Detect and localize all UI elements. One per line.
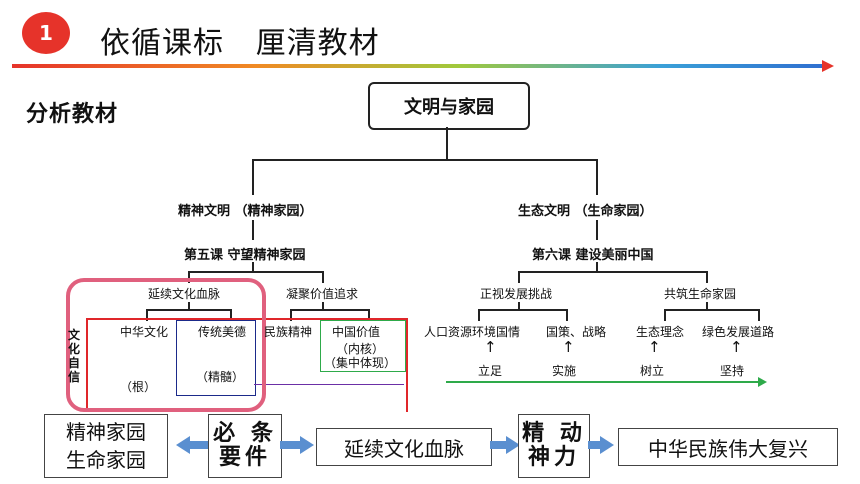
arrow-shaft bbox=[280, 441, 302, 449]
connector bbox=[758, 309, 760, 321]
connector bbox=[596, 220, 598, 240]
green-frame bbox=[320, 320, 406, 372]
bottom-box-rejuvenation-label: 中华民族伟大复兴 bbox=[648, 436, 808, 461]
right-lesson-label: 第六课 建设美丽中国 bbox=[532, 248, 654, 263]
bottom-box-culture: 延续文化血脉 bbox=[316, 428, 492, 466]
leaf-chuantong: 传统美德 bbox=[198, 325, 247, 339]
connector bbox=[706, 302, 708, 310]
connector bbox=[322, 302, 324, 310]
left-topic-1: 延续文化血脉 bbox=[148, 287, 221, 301]
purple-frame bbox=[254, 384, 404, 395]
left-arrow-shaft bbox=[190, 441, 208, 449]
bottom-box-necessary-line1: 必 条 bbox=[213, 421, 277, 446]
bottom-box-homes-line2: 生命家园 bbox=[66, 448, 146, 472]
red-frame bbox=[86, 318, 408, 412]
green-progress-arrow bbox=[446, 381, 760, 383]
concept-diagram: 文明与家园 精神文明 （精神家园） 生态文明 （生命家园） 第五课 守望精神家园… bbox=[66, 82, 775, 412]
leaf-zhonghua: 中华文化 bbox=[120, 325, 169, 339]
bottom-box-homes: 精神家园 生命家园 bbox=[44, 414, 168, 478]
arrow-shaft bbox=[588, 441, 602, 449]
page-title: 依循课标 厘清教材 bbox=[100, 26, 380, 61]
connector bbox=[322, 271, 324, 283]
right-topic-2: 共筑生命家园 bbox=[664, 287, 737, 301]
leaf-jianchi: 坚持 bbox=[720, 364, 745, 378]
header-arrow-icon bbox=[822, 60, 834, 72]
leaf-guoce: 国策、战略 bbox=[546, 325, 607, 339]
bottom-box-necessary-line2: 要件 bbox=[218, 445, 271, 470]
leaf-jizhong: （集中体现） bbox=[324, 356, 397, 370]
right-topic-1: 正视发展挑战 bbox=[480, 287, 553, 301]
bottom-box-homes-line1: 精神家园 bbox=[66, 420, 146, 444]
leaf-zhongguo: 中国价值 bbox=[332, 325, 381, 339]
connector bbox=[518, 271, 708, 273]
connector bbox=[146, 309, 232, 311]
root-label: 文明与家园 bbox=[404, 97, 494, 118]
connector bbox=[188, 271, 190, 283]
bottom-box-necessary: 必 条 要件 bbox=[208, 414, 282, 478]
connector bbox=[252, 220, 254, 240]
connector bbox=[566, 309, 568, 321]
bottom-box-motivation-line1: 精 动 bbox=[522, 421, 586, 446]
navy-frame bbox=[176, 320, 256, 396]
bottom-box-motivation: 精 动 神力 bbox=[518, 414, 590, 478]
connector bbox=[518, 271, 520, 283]
connector bbox=[188, 271, 324, 273]
leaf-neihe: （内核） bbox=[336, 342, 385, 356]
left-branch-label: 精神文明 （精神家园） bbox=[178, 204, 313, 219]
leaf-shishi: 实施 bbox=[552, 364, 577, 378]
bottom-box-motivation-line2: 神力 bbox=[527, 445, 580, 470]
right-arrow-icon bbox=[600, 436, 614, 454]
leaf-jingsui: （精髓） bbox=[196, 370, 245, 384]
leaf-lizu: 立足 bbox=[478, 364, 503, 378]
connector bbox=[188, 302, 190, 310]
connector bbox=[230, 309, 232, 321]
leaf-lvse: 绿色发展道路 bbox=[702, 325, 775, 339]
connector bbox=[706, 271, 708, 283]
connector bbox=[596, 262, 598, 272]
bottom-box-culture-label: 延续文化血脉 bbox=[344, 436, 464, 461]
leaf-minzu: 民族精神 bbox=[264, 325, 313, 339]
header-divider bbox=[12, 64, 824, 68]
connector bbox=[478, 309, 480, 321]
connector bbox=[368, 309, 370, 321]
connector bbox=[664, 309, 760, 311]
connector bbox=[518, 302, 520, 310]
left-topic-2: 凝聚价值追求 bbox=[286, 287, 359, 301]
right-branch-label: 生态文明 （生命家园） bbox=[518, 204, 653, 219]
green-arrow-head-icon bbox=[758, 377, 767, 387]
right-arrow-icon bbox=[506, 436, 520, 454]
leaf-shengtai: 生态理念 bbox=[636, 325, 685, 339]
connector bbox=[478, 309, 568, 311]
connector bbox=[252, 159, 598, 161]
highlight-frame bbox=[66, 278, 266, 412]
connector bbox=[290, 309, 292, 321]
right-arrow-icon bbox=[300, 436, 314, 454]
connector bbox=[596, 159, 598, 195]
up-arrow-icon: ↑ bbox=[562, 338, 575, 356]
arrow-shaft bbox=[490, 441, 510, 449]
connector bbox=[446, 127, 448, 160]
leaf-renkou: 人口资源环境国情 bbox=[424, 325, 521, 339]
up-arrow-icon: ↑ bbox=[484, 338, 497, 356]
root-node: 文明与家园 bbox=[368, 82, 530, 130]
connector bbox=[252, 262, 254, 272]
bottom-box-rejuvenation: 中华民族伟大复兴 bbox=[618, 428, 838, 466]
connector bbox=[290, 309, 370, 311]
leaf-shuli: 树立 bbox=[640, 364, 665, 378]
connector bbox=[664, 309, 666, 321]
connector bbox=[252, 159, 254, 195]
up-arrow-icon: ↑ bbox=[648, 338, 661, 356]
leaf-gen: （根） bbox=[120, 380, 157, 394]
side-label: 文化自信 bbox=[68, 328, 81, 384]
up-arrow-icon: ↑ bbox=[730, 338, 743, 356]
connector bbox=[146, 309, 148, 321]
section-number-badge: 1 bbox=[22, 12, 70, 54]
section-label: 分析教材 bbox=[26, 102, 119, 127]
left-arrow-icon bbox=[176, 436, 190, 454]
left-lesson-label: 第五课 守望精神家园 bbox=[184, 248, 306, 263]
